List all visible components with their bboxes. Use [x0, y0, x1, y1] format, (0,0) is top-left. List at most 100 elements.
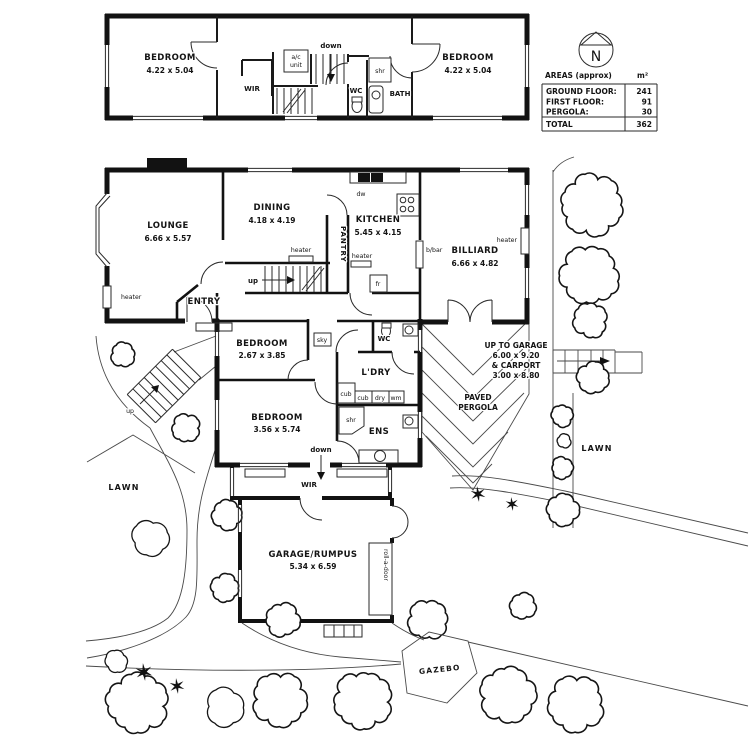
gf-up-label: up	[248, 277, 258, 285]
garden-trees	[104, 172, 624, 735]
ff-stair-treads	[276, 54, 345, 114]
ff-bedroom-left-label: BEDROOM	[144, 53, 196, 63]
north-arrow-circle	[578, 32, 614, 68]
ff-ac-unit-box	[283, 49, 309, 73]
tree-icon	[131, 519, 171, 558]
tree-icon	[104, 649, 129, 674]
gf-kitchen-heater-label: heater	[352, 253, 373, 260]
window-icon	[237, 505, 243, 532]
star-plant-icon	[470, 486, 486, 502]
north-letter: N	[591, 49, 601, 65]
gf-skylight-box	[313, 332, 332, 347]
gf-roll-a-door-panel	[368, 542, 393, 616]
paved-pergola-label-2: PERGOLA	[458, 403, 498, 412]
gf-garage-label: GARAGE/RUMPUS	[269, 550, 358, 560]
window-icon	[433, 115, 502, 121]
ff-bath-drain	[371, 90, 381, 100]
areas-row-label: PERGOLA:	[546, 108, 589, 117]
up-to-garage-label-4: 3.00 x 8.80	[492, 371, 539, 380]
gf-stove-burner-3	[399, 205, 407, 213]
areas-table-lines	[541, 83, 658, 132]
gf-pantry-label: PANTRY	[339, 226, 347, 263]
ff-shower-box	[368, 57, 392, 83]
gf-wir-label: WIR	[301, 481, 317, 489]
gf-fridge-box	[369, 274, 388, 293]
ff-bedroom-right-dims: 4.22 x 5.04	[444, 66, 491, 75]
areas-row-label: GROUND FLOOR:	[546, 87, 617, 96]
window-icon	[524, 185, 530, 215]
gf-dining-dims: 4.18 x 4.19	[248, 216, 295, 225]
tree-icon	[210, 498, 243, 532]
site-linework	[85, 156, 749, 707]
gf-sink-left	[358, 173, 370, 182]
tree-icon	[479, 665, 538, 724]
tree-icon	[104, 671, 169, 735]
gf-entry-label: ENTRY	[188, 297, 221, 307]
ff-ac-label-1: a/c	[291, 54, 301, 61]
tree-icon	[406, 599, 449, 640]
gf-dishwasher-label: dw	[357, 191, 366, 198]
tree-icon	[209, 572, 240, 604]
gf-cupboard-tall-label: cub	[340, 391, 351, 398]
lawn-right-label: LAWN	[581, 444, 612, 453]
gf-lounge-heater-label: heater	[121, 294, 142, 301]
window-icon	[460, 167, 508, 173]
gf-washing-machine-box	[388, 390, 405, 404]
tree-icon	[206, 686, 245, 729]
star-plant-icon	[169, 678, 185, 694]
window-icon	[104, 45, 110, 87]
outdoor-stairs	[126, 348, 202, 424]
outdoor-stairs-treads	[126, 348, 202, 424]
first-floor-plan: BEDROOM 4.22 x 5.04 BEDROOM 4.22 x 5.04 …	[104, 13, 530, 121]
gf-bedroom1-dims: 2.67 x 3.85	[238, 351, 285, 360]
gf-garage-dims: 5.34 x 6.59	[289, 562, 336, 571]
window-icon	[524, 268, 530, 298]
up-to-garage-label-2: 6.00 x 9.20	[492, 351, 539, 360]
areas-row-value: 30	[642, 108, 652, 117]
ff-bath-label: BATH	[390, 90, 411, 98]
tree-icon	[110, 341, 136, 368]
gf-wc-label: WC	[378, 335, 391, 343]
gf-stove-burner-1	[399, 196, 407, 204]
gf-up-arrowhead	[287, 276, 295, 284]
gf-bedroom2-label: BEDROOM	[251, 413, 303, 423]
gf-kitchen-bench	[349, 171, 407, 184]
gf-garage-walls	[230, 465, 394, 623]
window-icon	[524, 45, 530, 87]
gf-dryer-label: dry	[375, 395, 385, 402]
gf-ens-east-basin	[404, 416, 414, 426]
window-icon	[214, 400, 220, 430]
ff-down-label: down	[320, 42, 341, 50]
window-icon	[240, 462, 288, 468]
gf-wir-robe-right	[336, 468, 388, 478]
gf-lounge-label: LOUNGE	[147, 221, 189, 231]
right-steps-arrowhead	[600, 357, 610, 365]
tree-icon	[265, 601, 302, 638]
left-garden-curves	[85, 335, 425, 663]
star-plant-icon	[135, 663, 153, 681]
gf-fridge-label: fr	[376, 281, 381, 288]
gf-entry-porch-step	[195, 322, 233, 332]
gf-kitchen-dims: 5.45 x 4.15	[354, 228, 401, 237]
ff-exterior-walls	[104, 13, 530, 121]
gf-hall-heater-box	[288, 255, 314, 263]
areas-total-value: 362	[636, 120, 652, 129]
gf-ens-basin	[374, 450, 386, 462]
ff-bedroom-left-dims: 4.22 x 5.04	[146, 66, 193, 75]
tree-icon	[171, 412, 201, 443]
gf-billiard-dims: 6.66 x 4.82	[451, 259, 498, 268]
ff-toilet-tank	[351, 96, 363, 103]
tree-icon	[333, 671, 393, 731]
ff-wc-label: WC	[350, 87, 363, 95]
gf-hall-heater-label: heater	[291, 247, 312, 254]
gf-dining-label: DINING	[254, 203, 291, 213]
tree-icon	[252, 672, 309, 729]
gf-sink-right	[371, 173, 383, 182]
gf-chimney	[147, 158, 187, 170]
ff-wir-label: WIR	[244, 85, 260, 93]
areas-table: AREAS (approx) m² GROUND FLOOR: 241 FIRS…	[541, 70, 658, 132]
gf-wc-basin	[404, 325, 414, 335]
ground-floor-plan: LOUNGE 6.66 x 5.57 DINING 4.18 x 4.19 KI…	[95, 158, 530, 638]
outdoor-up-label: up	[126, 408, 134, 415]
gf-cupboard-label: cub	[357, 395, 368, 402]
